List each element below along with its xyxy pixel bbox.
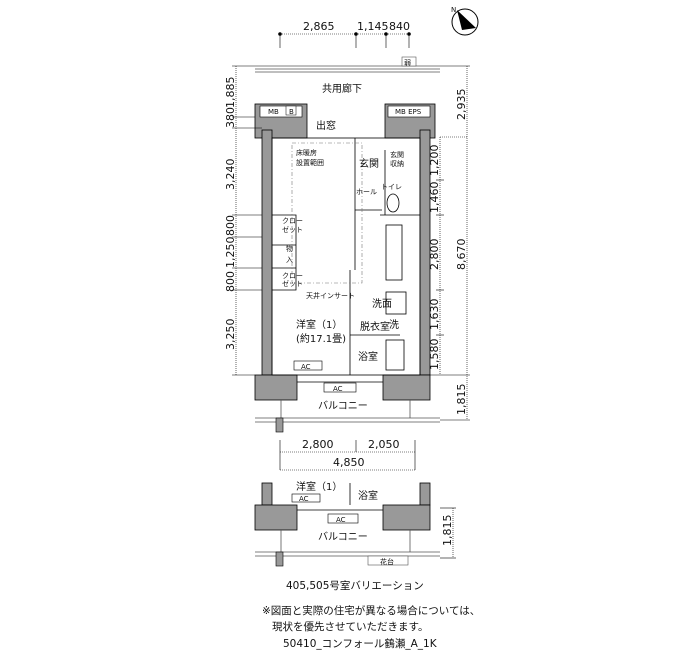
- hall-label: ホール: [356, 188, 377, 196]
- floor-heating-label-2: 設置範囲: [296, 158, 324, 167]
- dim-right-2: 1,200: [428, 145, 441, 177]
- meter-label: 弱: [404, 59, 411, 67]
- storage-label-2: 入: [286, 256, 293, 264]
- variation-plan: 洋室（1） 浴室 AC AC バルコニー 花台 1,815: [254, 480, 456, 567]
- dim-right-8: 1,815: [455, 384, 468, 416]
- left-dims: 1,885 380 3,240 800 1,250 800 3,250: [224, 77, 237, 351]
- entrance-label: 玄関: [359, 157, 379, 170]
- closet2-label-1: クロー: [282, 272, 303, 280]
- mb-eps-label: MB EPS: [395, 108, 422, 116]
- toilet-label: トイレ: [381, 183, 402, 191]
- bottom-dimension-line: [279, 440, 416, 471]
- ac-outdoor-label: AC: [333, 385, 343, 393]
- dim-left-6: 800: [224, 271, 237, 292]
- entrance-storage-label-2: 収納: [390, 159, 404, 168]
- north-compass-icon: N: [451, 6, 479, 36]
- meter-box: [401, 56, 417, 67]
- dim-right-3: 1,460: [428, 182, 441, 214]
- dim-top-3: 840: [389, 20, 410, 33]
- variation-caption: 405,505号室バリエーション: [286, 580, 424, 592]
- western-room-label: 洋室（1）: [296, 318, 342, 331]
- dim-top-2: 1,145: [357, 20, 389, 33]
- dim-bottom-total: 4,850: [333, 456, 365, 469]
- variation-bath-label: 浴室: [358, 489, 378, 502]
- variation-western-room-label: 洋室（1）: [296, 480, 342, 493]
- washroom-label-2: 脱衣室: [360, 320, 390, 333]
- compass-label: N: [451, 6, 456, 14]
- storage-label-1: 物: [286, 244, 293, 253]
- dim-bottom-1: 2,800: [302, 438, 334, 451]
- balcony-rail: [255, 400, 440, 423]
- dim-left-2: 380: [224, 107, 237, 128]
- dim-right-7: 1,580: [428, 339, 441, 371]
- right-dimension-line: [430, 65, 470, 421]
- dim-left-3: 3,240: [224, 159, 237, 191]
- washroom-label-1: 洗面: [372, 298, 392, 310]
- floor-heating-area: [291, 142, 363, 284]
- bay-window-label: 出窓: [316, 119, 336, 132]
- dim-left-1: 1,885: [224, 77, 237, 109]
- mb-b-label: B: [289, 108, 294, 116]
- mb-label: MB: [268, 108, 279, 116]
- variation-ac-indoor: AC: [299, 495, 309, 503]
- balcony-label: バルコニー: [318, 400, 368, 412]
- entrance-storage-label-1: 玄関: [390, 150, 404, 159]
- ceiling-insert-label: 天井インサート: [306, 291, 355, 300]
- closet1-label-1: クロー: [282, 217, 303, 225]
- dim-right-1: 2,935: [455, 89, 468, 121]
- dim-right-5: 8,670: [455, 239, 468, 271]
- floor-heating-label-1: 床暖房: [296, 148, 317, 157]
- dim-right-4: 2,800: [428, 239, 441, 271]
- flower-bed-label: 花台: [380, 557, 394, 566]
- disclaimer-line-1: ※図面と実際の住宅が異なる場合については、: [262, 605, 481, 617]
- bath-label: 浴室: [358, 350, 378, 363]
- walls: [254, 103, 436, 401]
- closet2-label-2: ゼット: [282, 279, 303, 288]
- dim-top-1: 2,865: [303, 20, 335, 33]
- left-dimension-line: [232, 65, 262, 376]
- dim-bottom-2: 2,050: [368, 438, 400, 451]
- washer-label: 洗: [389, 319, 399, 331]
- dim-right-6: 1,630: [428, 299, 441, 331]
- variation-dim: 1,815: [441, 515, 454, 547]
- variation-balcony-label: バルコニー: [318, 531, 368, 543]
- dim-left-4: 800: [224, 215, 237, 236]
- interior-lines: [271, 137, 421, 376]
- file-id: 50410_コンフォール鶴瀬_A_1K: [283, 638, 437, 650]
- corridor-label: 共用廊下: [322, 82, 362, 95]
- disclaimer-line-2: 現状を優先させていただきます。: [272, 621, 429, 633]
- dim-left-7: 3,250: [224, 319, 237, 351]
- top-dimension-line: [279, 33, 410, 48]
- variation-ac-outdoor: AC: [336, 516, 346, 524]
- ac-indoor-label: AC: [301, 363, 311, 371]
- right-dims: 2,935 1,200 1,460 2,800 8,670 1,630 1,58…: [428, 89, 468, 416]
- dim-left-5: 1,250: [224, 237, 237, 269]
- closet1-label-2: ゼット: [282, 225, 303, 234]
- corridor-rail: [255, 65, 440, 73]
- western-room-size: (約17.1畳): [296, 332, 346, 345]
